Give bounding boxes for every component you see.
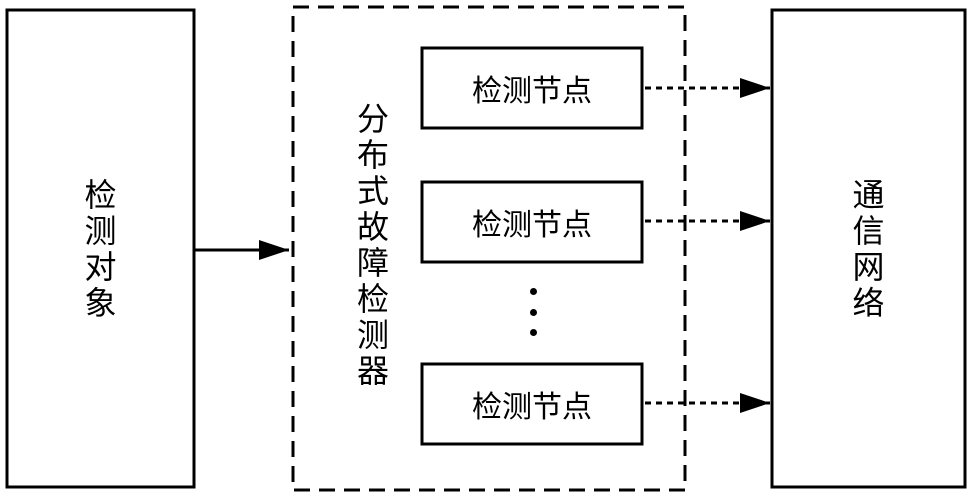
detection-node-label-1: 检测节点 (472, 74, 592, 109)
communication-network-box (770, 8, 967, 489)
detection-node-label-3: 检测节点 (472, 390, 592, 425)
detection-node-label-2: 检测节点 (472, 208, 592, 243)
detection-node-box-1 (420, 46, 644, 130)
ellipsis-dot (529, 308, 537, 316)
ellipsis-dot (529, 329, 537, 336)
detection-object-label: 检测对象 (7, 10, 194, 487)
communication-network-label: 通信网络 (772, 10, 965, 487)
detection-node-box-3 (420, 362, 644, 446)
distributed-detector-label-text: 分布式故障检测器 (356, 100, 389, 390)
vertical-ellipsis (522, 288, 544, 336)
communication-network-label-text: 通信网络 (852, 175, 885, 322)
ellipsis-dot (529, 288, 537, 295)
detection-object-label-text: 检测对象 (84, 175, 117, 322)
distributed-detector-box (291, 5, 687, 492)
distributed-detector-label: 分布式故障检测器 (348, 92, 398, 398)
detection-node-box-2 (420, 180, 644, 264)
